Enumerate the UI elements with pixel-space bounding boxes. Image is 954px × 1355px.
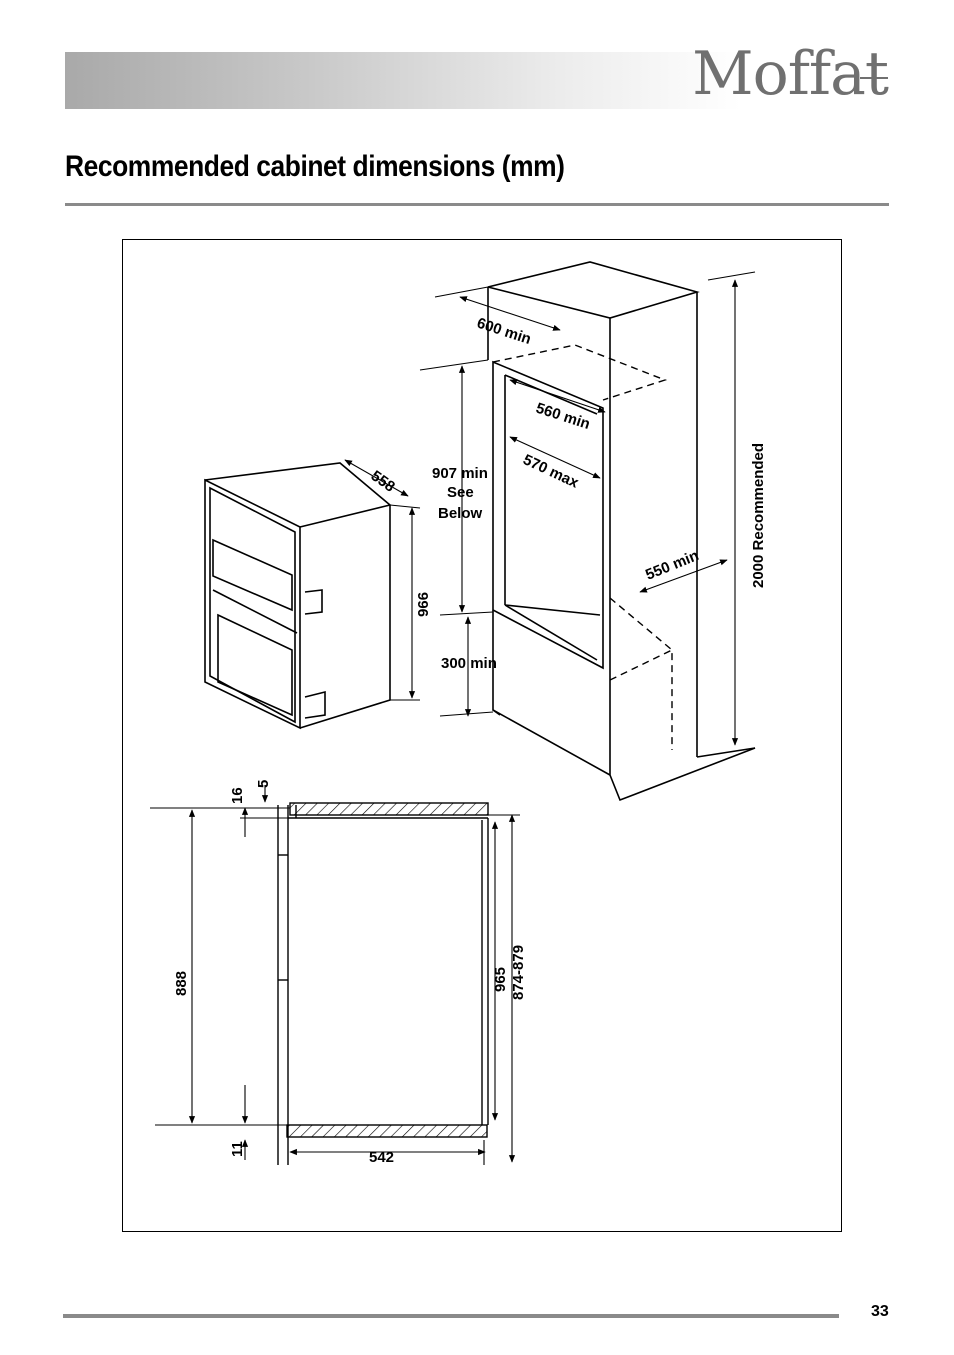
header-gradient-bar xyxy=(65,52,889,109)
page-title: Recommended cabinet dimensions (mm) xyxy=(65,150,565,183)
page-number: 33 xyxy=(871,1303,889,1320)
diagram-frame xyxy=(122,239,842,1232)
footer-divider xyxy=(63,1314,839,1318)
tall-cabinet xyxy=(487,261,756,802)
label-2000-recommended: 2000 Recommended xyxy=(750,443,767,588)
label-907-min: 907 min xyxy=(432,465,488,482)
dimension-lines-section xyxy=(150,785,520,1165)
label-542: 542 xyxy=(369,1149,394,1166)
section-view xyxy=(277,802,489,1165)
label-600-min: 600 min xyxy=(475,315,533,348)
label-11: 11 xyxy=(229,1141,246,1157)
label-570-max: 570 max xyxy=(520,451,581,492)
label-996: 996 xyxy=(414,592,431,617)
label-965: 965 xyxy=(492,967,509,992)
label-888: 888 xyxy=(173,971,190,996)
label-558: 558 xyxy=(368,467,398,495)
label-550-min: 550 min xyxy=(643,547,701,584)
label-below: Below xyxy=(438,505,483,522)
brand-logo: Moffat xyxy=(692,39,889,109)
label-5: 5 xyxy=(255,780,272,788)
label-300-min: 300 min xyxy=(441,655,497,672)
dimension-lines-top xyxy=(344,271,756,746)
dashed-shelves xyxy=(492,344,673,750)
label-16: 16 xyxy=(229,787,246,804)
label-see: See xyxy=(447,484,474,501)
title-divider xyxy=(65,203,889,206)
label-874-879: 874-879 xyxy=(510,945,527,1000)
double-oven xyxy=(204,462,392,730)
